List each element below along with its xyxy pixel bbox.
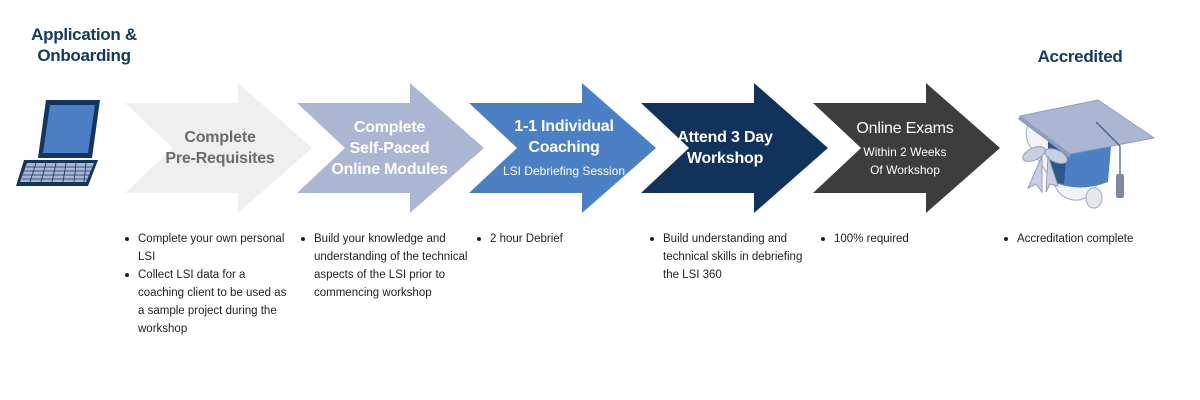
step-2-title-line1: Complete	[353, 118, 426, 136]
laptop-icon	[16, 96, 106, 188]
step-4-bullets: Build understanding and technical skills…	[647, 230, 813, 284]
step-1-title-line2: Pre-Requisites	[165, 150, 275, 167]
end-title: Accredited	[1037, 47, 1123, 66]
step-5-title: Online Exams	[856, 119, 954, 137]
step-2-arrow	[297, 83, 484, 213]
list-item: Collect LSI data for a coaching client t…	[125, 266, 288, 338]
list-item: Build understanding and technical skills…	[650, 230, 813, 284]
step-4-title-line2: Workshop	[686, 150, 764, 167]
start-title: Application & Onboarding	[20, 24, 148, 66]
step-1-title-line1: Complete	[184, 129, 256, 146]
step-2-title-line3: Online Modules	[331, 160, 448, 178]
step-1-label: Complete Pre-Requisites	[145, 108, 295, 188]
step-4-title-line1: Attend 3 Day	[677, 129, 773, 146]
step-5-subtitle-line1: Within 2 Weeks	[863, 144, 947, 159]
graduation-cap-diploma-icon	[1008, 94, 1158, 214]
step-3-subtitle: LSI Debriefing Session	[502, 164, 626, 178]
list-item: 2 hour Debrief	[477, 230, 640, 248]
step-3-title-line2: Coaching	[528, 139, 600, 156]
step-5-subtitle-line2: Of Workshop	[870, 162, 940, 177]
list-item: 100% required	[821, 230, 984, 248]
end-bullets: Accreditation complete	[1001, 230, 1187, 248]
step-3-arrow	[469, 83, 656, 213]
step-5-arrow	[813, 83, 1000, 213]
step-5-bullets: 100% required	[818, 230, 984, 248]
step-2-label: Complete Self-Paced Online Modules	[312, 104, 467, 192]
step-3-label: 1-1 Individual Coaching LSI Debriefing S…	[490, 104, 638, 192]
step-2-bullets: Build your knowledge and understanding o…	[298, 230, 479, 302]
start-title-line1: Application &	[31, 25, 137, 44]
step-4-arrow	[641, 83, 828, 213]
step-1-arrow	[125, 83, 312, 213]
step-3-title-line1: 1-1 Individual	[514, 118, 614, 135]
start-title-line2: Onboarding	[37, 46, 131, 65]
list-item: Build your knowledge and understanding o…	[301, 230, 479, 302]
list-item: Complete your own personal LSI	[125, 230, 288, 266]
step-1-bullets: Complete your own personal LSI Collect L…	[122, 230, 288, 338]
step-4-label: Attend 3 Day Workshop	[655, 108, 795, 188]
step-3-bullets: 2 hour Debrief	[474, 230, 640, 248]
list-item: Accreditation complete	[1004, 230, 1187, 248]
step-2-title-line2: Self-Paced	[349, 139, 430, 157]
step-5-label: Online Exams Within 2 Weeks Of Workshop	[830, 106, 980, 190]
